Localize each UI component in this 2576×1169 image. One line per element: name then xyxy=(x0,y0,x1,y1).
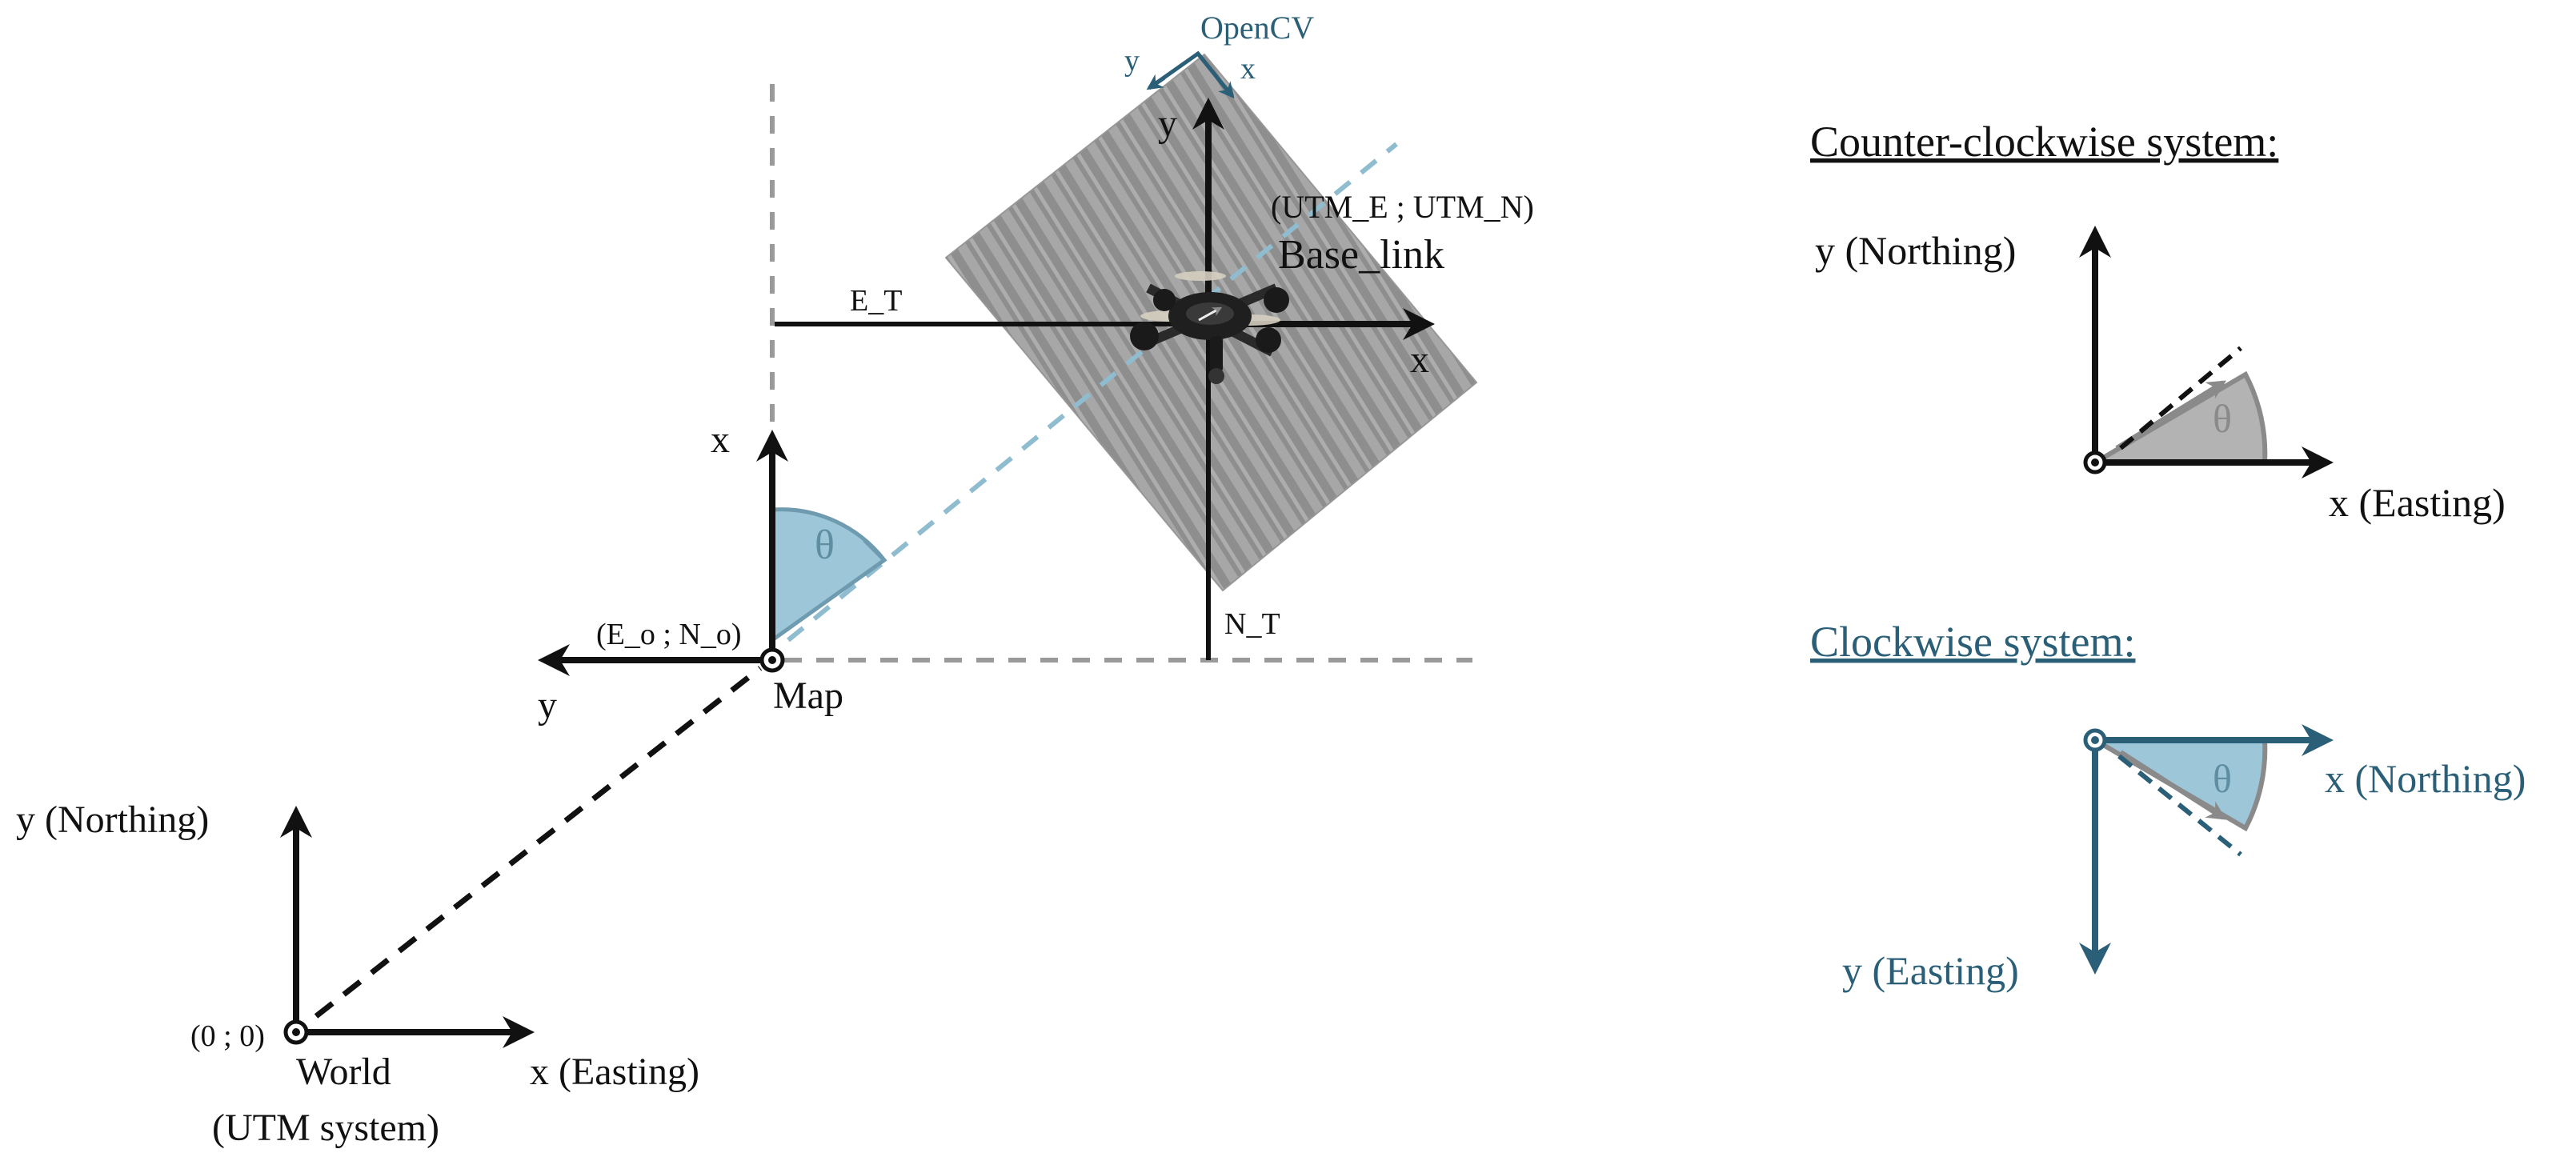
world-subtitle: (UTM system) xyxy=(212,1107,439,1149)
opencv-y-label: y xyxy=(1124,44,1140,78)
world-frame: y (Northing) x (Easting) (0 ; 0) World (… xyxy=(16,799,699,1149)
opencv-frame: OpenCV y x xyxy=(1124,10,1314,99)
ccw-theta-label: θ xyxy=(2213,396,2232,441)
n-t-label: N_T xyxy=(1224,607,1280,641)
map-theta-label: θ xyxy=(815,522,835,568)
cw-heading: Clockwise system: xyxy=(1810,618,2135,666)
ccw-system-legend: Counter-clockwise system: θ y (Northing)… xyxy=(1810,118,2506,525)
opencv-title: OpenCV xyxy=(1200,10,1314,46)
world-origin-label: (0 ; 0) xyxy=(190,1019,265,1053)
e-t-label: E_T xyxy=(850,284,902,318)
map-origin-label: (E_o ; N_o) xyxy=(596,618,742,651)
map-y-label: y xyxy=(538,684,557,727)
base-link-name: Base_link xyxy=(1278,232,1444,278)
world-name: World xyxy=(296,1051,391,1093)
base-link-frame: (UTM_E ; UTM_N) Base_link x y E_T N_T xyxy=(775,98,1534,660)
base-link-y-label: y xyxy=(1158,102,1177,145)
base-link-x-label: x xyxy=(1410,338,1429,381)
opencv-axes xyxy=(1148,50,1232,96)
ccw-theta-wedge xyxy=(2085,370,2268,465)
map-x-label: x xyxy=(711,418,730,461)
map-frame: θ x y (E_o ; N_o) Map xyxy=(538,418,887,727)
origin-dot-icon xyxy=(2083,728,2107,752)
origin-dot-icon xyxy=(283,1019,309,1045)
cw-system-legend: Clockwise system: θ x (Northing) y (East… xyxy=(1810,618,2526,993)
cw-x-label: x (Northing) xyxy=(2325,756,2526,801)
world-to-map-dashed-line xyxy=(314,666,763,1019)
map-to-baselink-dashed-line xyxy=(787,142,1398,643)
base-link-coords-label: (UTM_E ; UTM_N) xyxy=(1271,189,1534,225)
cw-y-label: y (Easting) xyxy=(1842,948,2019,993)
ccw-y-label: y (Northing) xyxy=(1815,228,2016,273)
origin-dot-icon xyxy=(759,647,785,673)
opencv-x-label: x xyxy=(1240,52,1256,86)
ccw-heading: Counter-clockwise system: xyxy=(1810,118,2278,166)
world-x-label: x (Easting) xyxy=(530,1051,699,1093)
drone-icon xyxy=(1130,271,1289,384)
cw-theta-label: θ xyxy=(2213,756,2232,801)
origin-dot-icon xyxy=(2083,450,2107,474)
world-y-label: y (Northing) xyxy=(16,799,209,841)
ccw-x-label: x (Easting) xyxy=(2329,480,2506,525)
map-name: Map xyxy=(773,675,843,717)
